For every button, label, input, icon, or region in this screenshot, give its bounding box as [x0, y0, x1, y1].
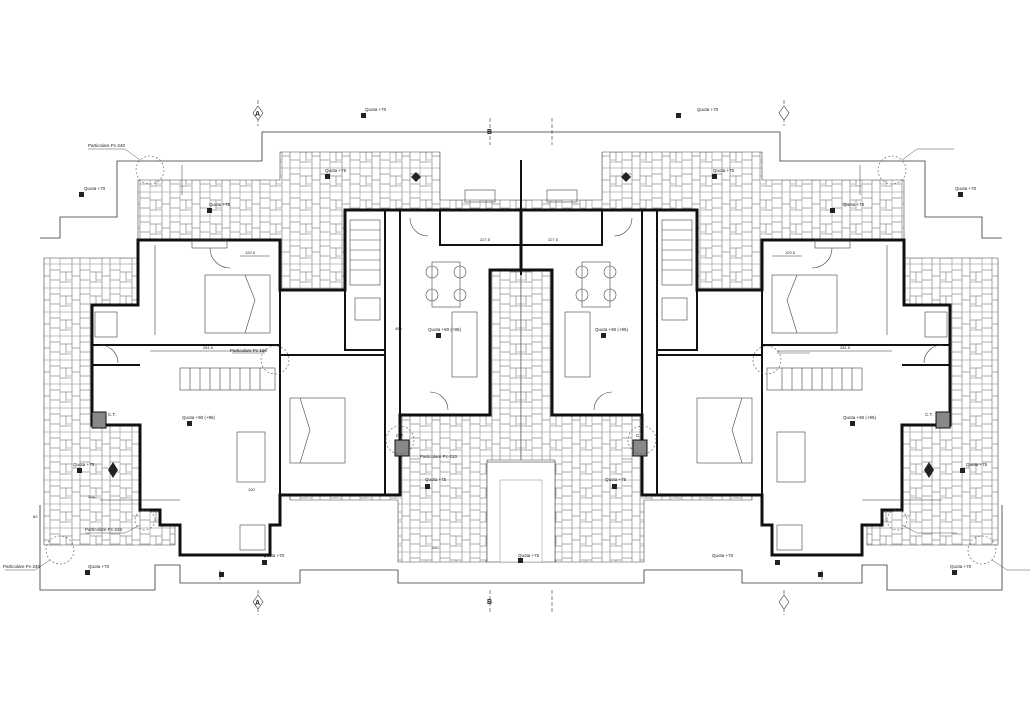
quota-label: Quota +75	[73, 462, 95, 467]
dimension-text: 60	[33, 514, 38, 519]
quota-label: Quota +75	[713, 168, 735, 173]
quota-label: Quota +75	[518, 553, 540, 558]
dimension-text: 260	[432, 545, 439, 550]
plan-right-half	[519, 98, 1030, 617]
detail-label-pc240-bottom: Particolare Pc-240	[3, 564, 41, 569]
boiler-room-label: C.T.	[396, 433, 404, 438]
dimension-text: 120.5	[785, 250, 796, 255]
boiler-room-label: C.T.	[636, 433, 644, 438]
quota-label: Quota +70	[263, 553, 285, 558]
quota-label: Quota +75	[425, 477, 447, 482]
quota-label: Quota +75	[325, 168, 347, 173]
dimension-text: 480	[395, 326, 402, 331]
quota-label: Quota +90 (+95)	[182, 415, 216, 420]
section-marker-a-top: A	[255, 111, 260, 118]
quota-label: Quota +75	[605, 477, 627, 482]
detail-label-pc199: Particolare Pc-199	[230, 348, 268, 353]
quota-label: Quota +90 (+95)	[595, 327, 629, 332]
section-marker-a-bottom: A	[255, 600, 260, 607]
quota-label: Quota +75	[966, 462, 988, 467]
quota-label: Quota +70	[955, 186, 977, 191]
dimension-text: 100	[248, 487, 255, 492]
dimension-text: 120.5	[245, 250, 256, 255]
dimension-labels: 120.5 120.5 281.5 281.5 100 260 60 208 2…	[33, 237, 851, 550]
quota-label: Quota +70	[88, 564, 110, 569]
quota-label: Quota +70	[84, 186, 106, 191]
quota-label: Quota +75	[843, 202, 865, 207]
dimension-text: 281.5	[840, 345, 851, 350]
dimension-text: 281.5	[203, 345, 214, 350]
dimension-text: 227.5	[548, 237, 559, 242]
section-marker-b-bottom: B	[487, 599, 492, 606]
quota-label: Quota +90 (+95)	[843, 415, 877, 420]
quota-label: Quota +75	[209, 202, 231, 207]
level-labels: Quota +70 Quota +70 Quota +70 Quota +70 …	[73, 107, 988, 569]
detail-labels: Particolare Pc-240 Particolare Pc-240 Pa…	[3, 143, 458, 569]
boiler-room-label: C.T.	[108, 412, 116, 417]
quota-label: Quota +70	[365, 107, 387, 112]
plan-left-half	[3, 98, 523, 617]
section-marker-b-top: B	[487, 129, 492, 136]
detail-label-pc240-top: Particolare Pc-240	[88, 143, 126, 148]
quota-label: Quota +70	[697, 107, 719, 112]
boiler-room-label: C.T.	[925, 412, 933, 417]
detail-label-pc226: Particolare Pc-226	[85, 527, 123, 532]
quota-label: Quota +70	[712, 553, 734, 558]
dimension-text: 227.5	[480, 237, 491, 242]
quota-label: Quota +90 (+95)	[428, 327, 462, 332]
quota-label: Quota +70	[950, 564, 972, 569]
detail-label-pc210: Particolare Pc-210	[420, 454, 458, 459]
dimension-text: 208	[88, 494, 95, 499]
